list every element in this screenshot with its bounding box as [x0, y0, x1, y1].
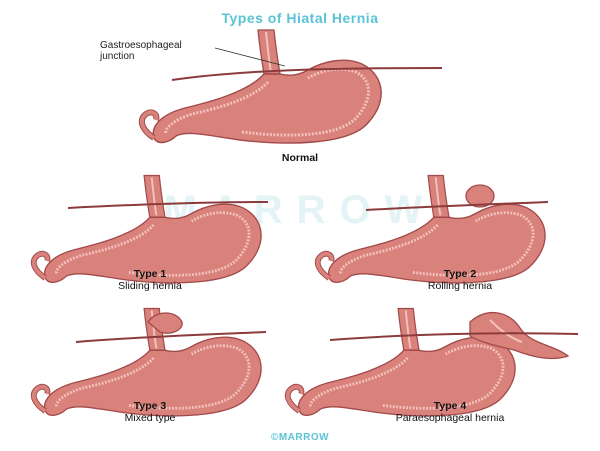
footer-logo: ©MARROW	[270, 432, 330, 443]
diaphragm-line	[75, 331, 267, 343]
diaphragm-line	[365, 201, 549, 211]
panel-label-type1: Type 1 Sliding hernia	[118, 268, 182, 292]
diaphragm-line	[171, 67, 443, 81]
type1-stomach-illustration	[34, 176, 261, 283]
panel-label-type3: Type 3 Mixed type	[124, 400, 176, 424]
herniated-fundus	[465, 184, 495, 208]
callout-label: Gastroesophageal junction	[100, 40, 182, 62]
diaphragm-line	[67, 201, 269, 209]
callout-pointer	[214, 47, 286, 67]
diaphragm-line	[329, 332, 579, 341]
panel-label-type4: Type 4 Paraesophageal hernia	[395, 400, 505, 424]
herniated-portion	[147, 312, 183, 334]
panel-label-type2: Type 2 Rolling hernia	[427, 268, 493, 292]
panel-label-normal: Normal	[281, 152, 319, 164]
page-title: Types of Hiatal Hernia	[221, 10, 379, 26]
type2-stomach-illustration	[318, 176, 545, 283]
